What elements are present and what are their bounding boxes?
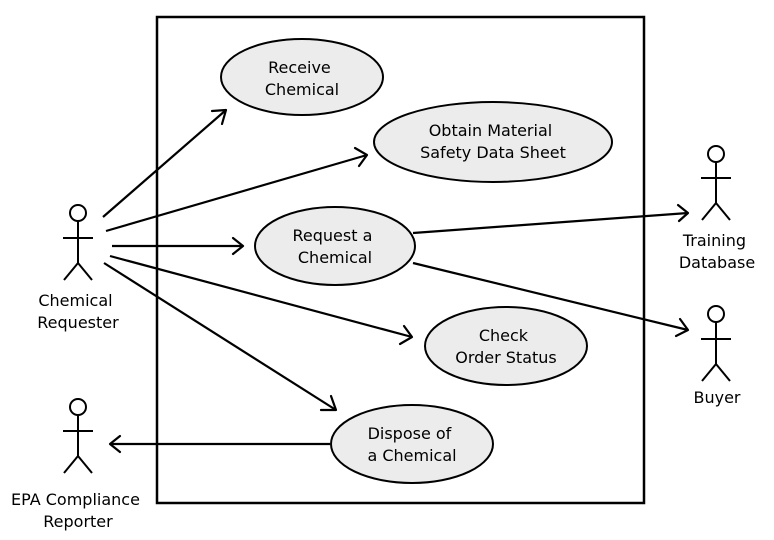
svg-text:Buyer: Buyer bbox=[693, 388, 740, 407]
actor-chemical-requester-line-1: Chemical bbox=[38, 291, 112, 310]
usecase-receive-chemical-line-2: Chemical bbox=[265, 80, 339, 99]
svg-text:Check Order Status: Check Order Status bbox=[455, 326, 557, 367]
association-request-chemical bbox=[112, 236, 245, 256]
system-boundary bbox=[155, 15, 646, 505]
actor-epa-reporter-figure-icon bbox=[63, 398, 93, 474]
actor-chemical-requester-figure-icon bbox=[63, 204, 93, 281]
svg-text:Training Database: Training Database bbox=[679, 231, 755, 272]
usecase-obtain-msds-line-1: Obtain Material bbox=[429, 121, 553, 140]
actor-epa-reporter-line-2: Reporter bbox=[43, 512, 113, 531]
actor-training-database-line-1: Training bbox=[682, 231, 746, 250]
actor-buyer: Buyer bbox=[693, 305, 741, 407]
actor-training-database-line-2: Database bbox=[679, 253, 755, 272]
association-training-database bbox=[412, 203, 690, 235]
svg-text:Obtain Material Safety D: Obtain Material Safety Data Sheet bbox=[420, 121, 566, 162]
association-epa-reporter bbox=[108, 434, 330, 454]
usecase-obtain-msds-line-2: Safety Data Sheet bbox=[420, 143, 566, 162]
usecase-request-chemical-line-2: Chemical bbox=[298, 248, 372, 267]
usecase-dispose-chemical-line-1: Dispose of bbox=[368, 424, 452, 443]
usecase-request-chemical-line-1: Request a bbox=[293, 226, 373, 245]
usecase-check-order-status: Check Order Status bbox=[424, 306, 588, 386]
usecase-dispose-chemical: Dispose of a Chemical bbox=[330, 404, 494, 484]
association-dispose-chemical bbox=[103, 262, 338, 412]
actor-chemical-requester-line-2: Requester bbox=[37, 313, 119, 332]
association-obtain-msds bbox=[105, 146, 369, 233]
usecase-obtain-msds: Obtain Material Safety Data Sheet bbox=[373, 101, 613, 183]
svg-text:Chemical Requester: Chemical Requester bbox=[37, 291, 119, 332]
usecase-check-order-status-line-1: Check bbox=[479, 326, 529, 345]
usecase-receive-chemical-line-1: Receive bbox=[268, 58, 331, 77]
svg-text:Dispose of a Chemical: Dispose of a Chemical bbox=[367, 424, 456, 465]
association-buyer bbox=[412, 261, 690, 338]
actor-training-database-figure-icon bbox=[701, 145, 731, 221]
actor-buyer-label: Buyer bbox=[693, 388, 740, 407]
actor-training-database: Training Database bbox=[679, 145, 755, 272]
svg-text:Receive Chemical: Receive Chemical bbox=[265, 58, 339, 99]
association-check-order-status bbox=[109, 254, 414, 346]
actor-epa-reporter: EPA Compliance Reporter bbox=[11, 398, 145, 531]
actor-epa-reporter-line-1: EPA Compliance bbox=[11, 490, 140, 509]
svg-text:Request a Chemical: Request a Chemical bbox=[293, 226, 378, 267]
usecase-check-order-status-line-2: Order Status bbox=[455, 348, 557, 367]
usecase-request-chemical: Request a Chemical bbox=[254, 206, 416, 286]
usecase-receive-chemical: Receive Chemical bbox=[220, 38, 384, 116]
actor-chemical-requester: Chemical Requester bbox=[37, 204, 119, 332]
actor-buyer-figure-icon bbox=[701, 305, 731, 382]
association-receive-chemical bbox=[102, 108, 228, 218]
usecase-dispose-chemical-line-2: a Chemical bbox=[367, 446, 456, 465]
svg-text:EPA Compliance Reporter: EPA Compliance Reporter bbox=[11, 490, 145, 531]
